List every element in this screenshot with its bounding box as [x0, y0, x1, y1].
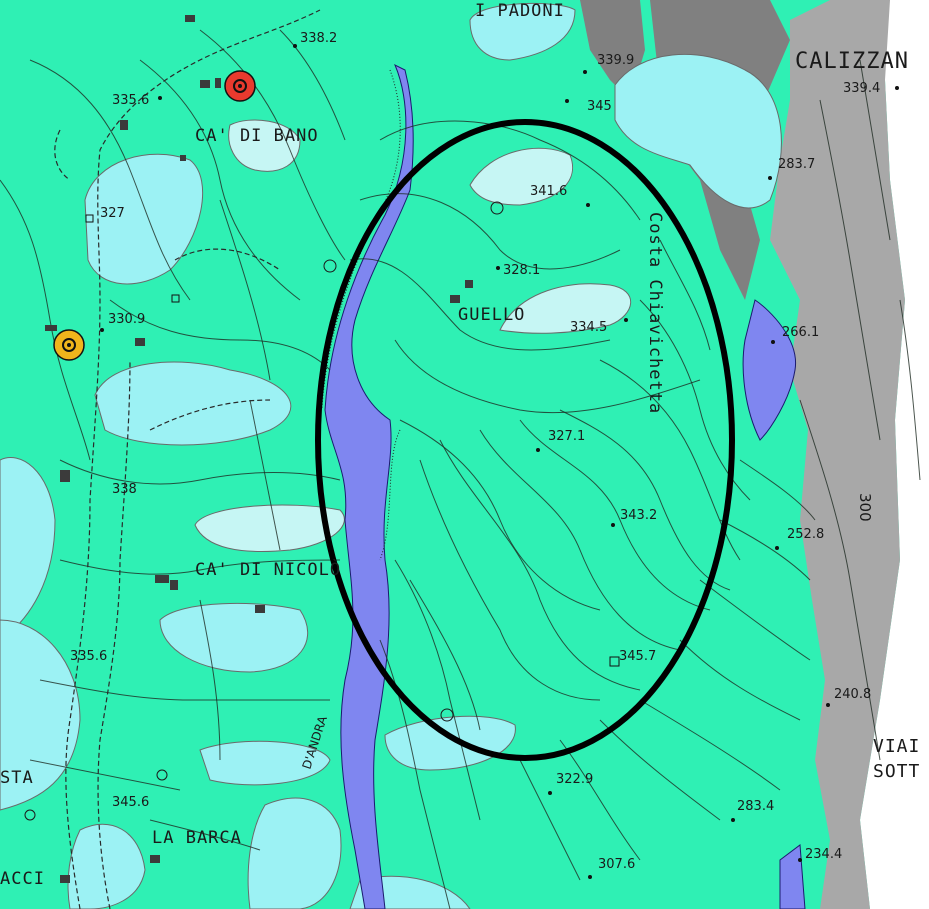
- cyan-blob-guello: [499, 283, 632, 334]
- cyan-blob-edge-2: [0, 619, 81, 811]
- river-blue-strip: [324, 63, 414, 909]
- survey-point-square: [609, 656, 620, 667]
- cyan-blob-top: [469, 3, 576, 61]
- bank-hatch-1: [321, 69, 401, 409]
- blue-strip-east: [742, 299, 796, 441]
- yellow-marker-icon[interactable]: [53, 329, 85, 361]
- cyan-blob-south-2: [384, 715, 516, 771]
- place-viaia: VIAI: [873, 736, 920, 757]
- cyan-blob-south-1: [199, 740, 331, 786]
- grey-slope-area: [770, 0, 905, 909]
- elevation-label: 343.2: [620, 508, 657, 523]
- white-area: [860, 0, 929, 909]
- cyan-blob-upper-right: [614, 53, 782, 209]
- elevation-label: 307.6: [598, 857, 635, 872]
- elevation-label: 327.1: [548, 429, 585, 444]
- elevation-label: 339.9: [597, 53, 634, 68]
- cyan-blob-south-4: [67, 823, 146, 909]
- survey-point-square-west: [85, 214, 94, 223]
- buildings: [45, 15, 473, 883]
- place-costa-chiavichetta: Costa Chiavichetta: [645, 212, 665, 414]
- elevation-label: 335.6: [112, 93, 149, 108]
- elevation-label: 322.9: [556, 772, 593, 787]
- place-calizzano: CALIZZAN: [795, 49, 909, 74]
- elevation-label: 234.4: [805, 847, 842, 862]
- place-sotto: SOTT: [873, 761, 920, 782]
- elevation-label: 335.6: [70, 649, 107, 664]
- roads: [54, 9, 321, 909]
- place-sta: STA: [0, 768, 34, 788]
- contour-label: 300: [856, 493, 874, 522]
- elevation-label: 327: [100, 206, 125, 221]
- place-ca-di-bano: CA' DI BANO: [195, 126, 319, 146]
- elevation-label: 330.9: [108, 312, 145, 327]
- elevation-label: 338: [112, 482, 137, 497]
- tree-symbols: [24, 201, 504, 821]
- elevation-label: 328.1: [503, 263, 540, 278]
- cyan-blob-west-1: [84, 153, 204, 285]
- elevation-label: 252.8: [787, 527, 824, 542]
- place-la-barca: LA BARCA: [152, 828, 242, 848]
- elevation-label: 240.8: [834, 687, 871, 702]
- elevation-label: 334.5: [570, 320, 607, 335]
- cyan-blob-west-2: [94, 361, 292, 446]
- place-guello: GUELLO: [458, 305, 525, 325]
- contour-lines: [0, 29, 921, 909]
- cyan-blob-south-3: [247, 797, 342, 909]
- elevation-label: 339.4: [843, 81, 880, 96]
- highlight-ellipse: [315, 119, 735, 761]
- place-i-padoni: I PADONI: [475, 1, 565, 21]
- elevation-label: 283.7: [778, 157, 815, 172]
- elevation-label: 266.1: [782, 325, 819, 340]
- elevation-label: 283.4: [737, 799, 774, 814]
- cyan-blob-west-3: [159, 602, 309, 673]
- elevation-label: 345: [587, 99, 612, 114]
- elevation-label: 345.7: [619, 649, 656, 664]
- spot-points: [100, 44, 899, 879]
- place-ca-di-nicolo: CA' DI NICOLÒ: [195, 558, 341, 580]
- bank-hatch-2: [379, 429, 401, 561]
- elevation-label: 338.2: [300, 31, 337, 46]
- survey-point-square-west-2: [171, 294, 180, 303]
- red-marker-icon[interactable]: [224, 70, 256, 102]
- cyan-blob-nicolo: [194, 504, 345, 553]
- elevation-label: 341.6: [530, 184, 567, 199]
- place-acce: ACCI: [0, 869, 45, 889]
- elevation-label: 345.6: [112, 795, 149, 810]
